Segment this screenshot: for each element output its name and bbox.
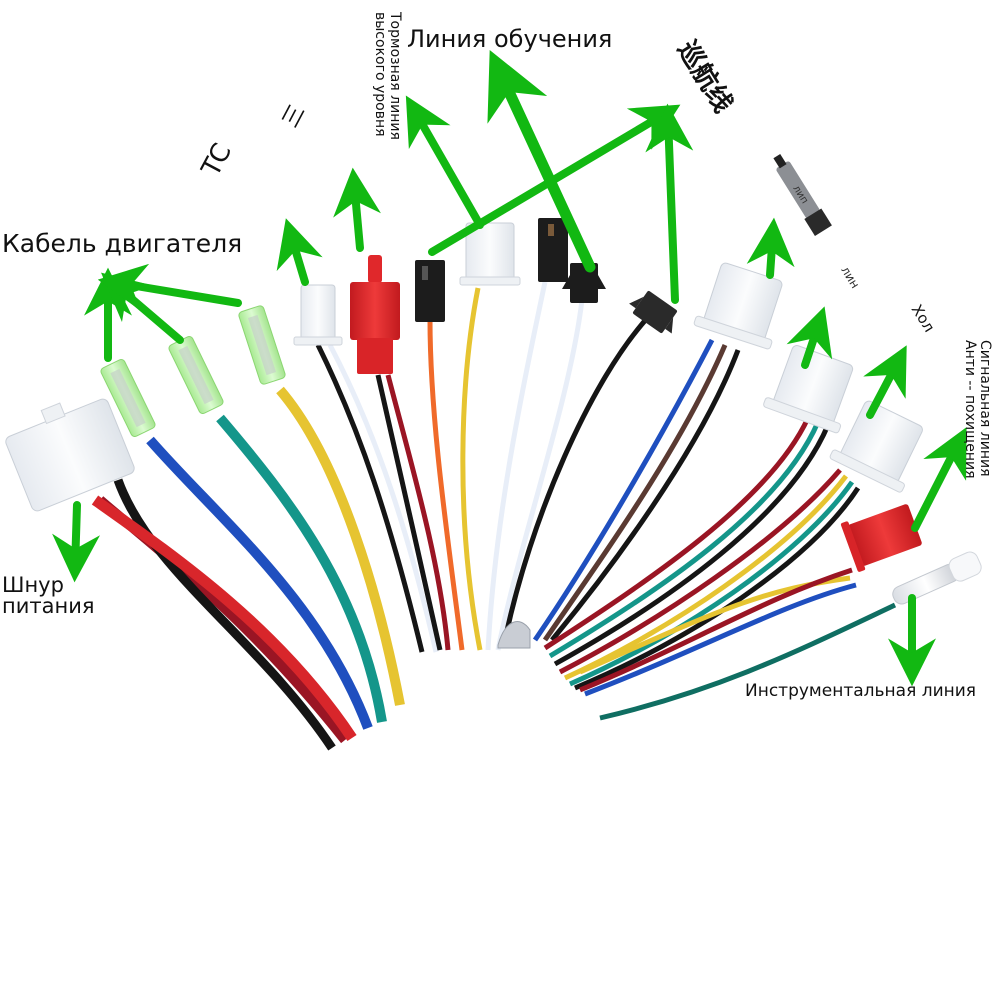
- wire-power-black: [113, 478, 336, 751]
- wire-brake-orange: [427, 319, 465, 651]
- wire-cruise-black: [502, 313, 652, 641]
- label-brake-high-level: Тормозная линия высокого уровня: [372, 12, 403, 140]
- label-instrument-line: Инструментальная линия: [745, 681, 977, 701]
- wire-hall-darkred: [558, 468, 842, 675]
- throttle-connector[interactable]: [693, 259, 790, 350]
- instrument-terminal[interactable]: [889, 550, 984, 610]
- arrow-anti-theft: [911, 427, 967, 532]
- wire-throttle-brown: [542, 344, 728, 642]
- wire-power-red: [91, 495, 357, 742]
- arrow-three-speed: [333, 167, 381, 252]
- wire-throttle-blue: [532, 338, 715, 642]
- wire-hall-green: [568, 480, 855, 687]
- lin-connector[interactable]: [763, 341, 862, 434]
- motor-terminal-green[interactable]: [168, 335, 225, 415]
- wire-throttle-black: [550, 349, 741, 642]
- arrow-hall: [863, 345, 907, 419]
- learning-connector-black-1[interactable]: [538, 218, 568, 282]
- wire-anti-darkred: [579, 567, 853, 693]
- wire-tc-white: [327, 343, 439, 653]
- cruise-tag-terminal: [773, 153, 832, 237]
- hall-connector[interactable]: [829, 396, 931, 493]
- wire-lin-green: [548, 421, 821, 659]
- wire-learn-yellow: [460, 287, 483, 651]
- wire-motor-yellow: [276, 386, 405, 706]
- three-speed-connector[interactable]: [350, 255, 400, 374]
- label-anti-theft-signal: Сигнальная линия Анти -- похищения: [962, 340, 993, 479]
- label-learning-line: Линия обучения: [407, 25, 613, 53]
- label-power-cord: Шнур питания: [2, 573, 95, 618]
- wire-learn-white-2: [495, 299, 585, 651]
- learning-connector-white[interactable]: [459, 222, 521, 286]
- cruise-connector[interactable]: [626, 286, 685, 339]
- wire-motor-blue: [146, 436, 373, 730]
- learning-connector-black-2[interactable]: [562, 263, 606, 303]
- wire-instrument-darkgreen: [599, 602, 897, 721]
- arrow-tc: [276, 218, 323, 286]
- motor-terminal-yellow[interactable]: [238, 305, 286, 385]
- wire-learn-white-1: [485, 281, 548, 651]
- tc-connector[interactable]: [293, 284, 343, 346]
- anti-theft-connector[interactable]: [840, 500, 924, 573]
- wire-lin-darkred: [543, 416, 811, 651]
- arrow-cruise-vertical: [645, 103, 694, 304]
- wire-three-darkred: [385, 374, 451, 651]
- arrow-cruise: [428, 104, 681, 256]
- arrow-lin: [786, 306, 833, 369]
- label-motor-cable: Кабель двигателя: [2, 229, 243, 258]
- arrow-power: [52, 501, 101, 583]
- mounting-tab: [497, 621, 531, 649]
- arrow-learning: [487, 50, 596, 273]
- wire-three-black: [375, 374, 443, 651]
- arrow-throttle: [746, 217, 795, 279]
- wire-tc-black: [315, 343, 425, 653]
- arrow-brake: [405, 95, 484, 229]
- connectors: [0, 153, 984, 610]
- wires: [91, 281, 897, 751]
- wire-lin-black: [553, 424, 831, 667]
- wire-anti-blue: [584, 582, 857, 697]
- motor-terminal-blue[interactable]: [100, 358, 157, 438]
- brake-high-connector[interactable]: [415, 260, 445, 322]
- annotation-arrows: [52, 50, 967, 687]
- arrow-motor-3: [97, 263, 242, 312]
- power-connector[interactable]: [0, 386, 136, 513]
- wire-motor-green: [216, 414, 387, 723]
- wire-hall-black: [574, 486, 861, 691]
